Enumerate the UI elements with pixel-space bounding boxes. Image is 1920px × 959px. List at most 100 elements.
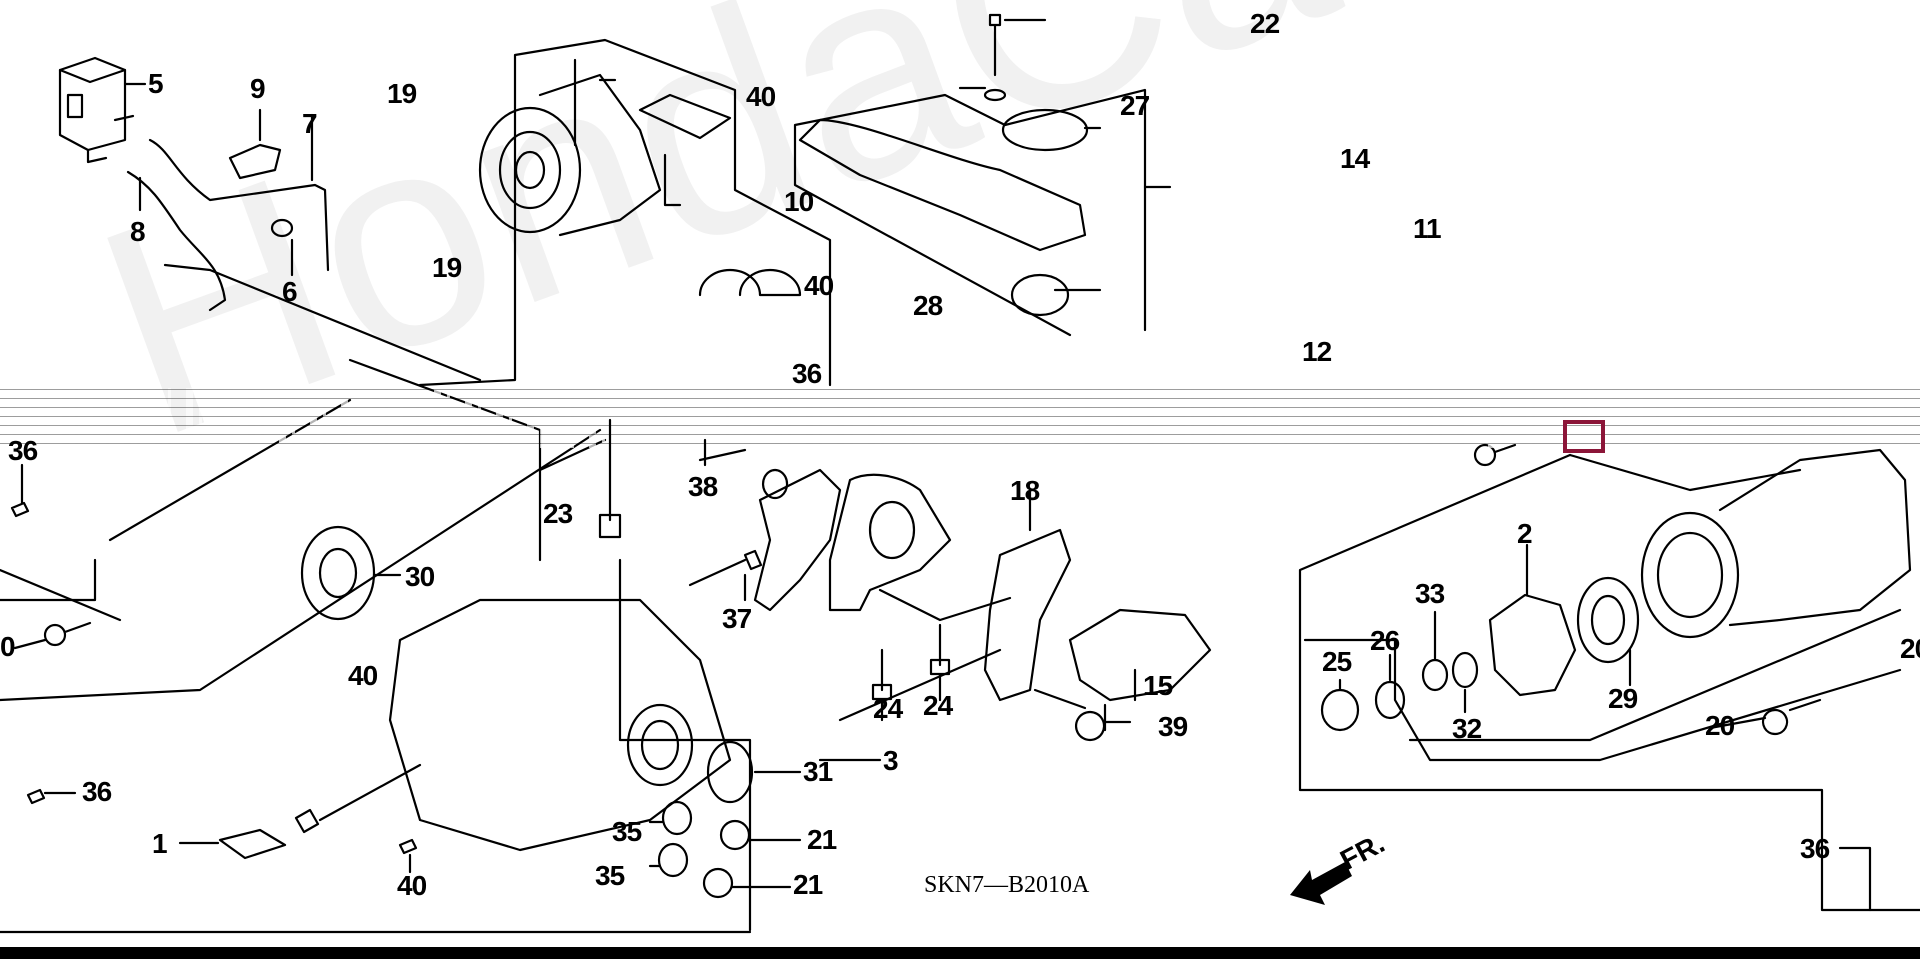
callout-18[interactable]: 18 (1010, 475, 1040, 506)
callout-24-b[interactable]: 24 (923, 690, 953, 721)
filter-part-10[interactable] (638, 93, 732, 140)
bolt-part-20-left[interactable] (13, 621, 92, 650)
callout-20-bottom[interactable]: 20 (1705, 710, 1735, 741)
callout-21-a[interactable]: 21 (807, 824, 837, 855)
callout-35-a[interactable]: 35 (612, 816, 642, 847)
bracket-part-18[interactable] (983, 528, 1072, 702)
stopper-part-15[interactable] (1068, 608, 1212, 702)
mount-part-14[interactable] (1001, 108, 1089, 152)
bolt-part-24b[interactable] (929, 623, 951, 702)
final-drive-housing[interactable] (1640, 448, 1912, 639)
washer-part-26[interactable] (1374, 680, 1406, 720)
callout-36-right[interactable]: 36 (1800, 833, 1830, 864)
mount-part-center[interactable] (828, 473, 952, 612)
seal-part-30[interactable] (300, 525, 376, 621)
callout-30[interactable]: 30 (405, 561, 435, 592)
seal-part-31[interactable] (706, 740, 754, 804)
callout-25[interactable]: 25 (1322, 646, 1352, 677)
callout-15[interactable]: 15 (1143, 670, 1173, 701)
callout-37[interactable]: 37 (722, 603, 752, 634)
washer-part-35b[interactable] (657, 842, 689, 878)
callout-6[interactable]: 6 (282, 276, 298, 307)
bolt-part-37[interactable] (688, 549, 763, 602)
callout-14[interactable]: 14 (1340, 143, 1370, 174)
subframe-part-11[interactable] (798, 118, 1087, 252)
bolt-part-20-bottom[interactable] (1708, 698, 1822, 736)
differential-housing-part-3[interactable] (294, 598, 732, 852)
nut-part-25[interactable] (1320, 688, 1360, 732)
callout-27[interactable]: 27 (1120, 90, 1150, 121)
callout-20-right[interactable]: 20 (1900, 633, 1920, 664)
callout-20-left[interactable]: 0 (0, 631, 16, 662)
seal-part-29[interactable] (1576, 576, 1640, 664)
selection-highlight-box[interactable] (1563, 420, 1605, 453)
bolt-part-24a[interactable] (871, 648, 893, 722)
callout-1[interactable]: 1 (152, 828, 168, 859)
callout-28[interactable]: 28 (913, 290, 943, 321)
callout-40-left[interactable]: 40 (348, 660, 378, 691)
callout-36-left[interactable]: 36 (8, 435, 38, 466)
callout-32[interactable]: 32 (1452, 713, 1482, 744)
pin-part-40-lower[interactable] (398, 838, 418, 874)
assembly-box-upper-left (163, 38, 832, 387)
callout-3[interactable]: 3 (883, 745, 899, 776)
plug-part-21b[interactable] (702, 867, 734, 899)
connector-part-1[interactable] (218, 828, 287, 860)
callout-8[interactable]: 8 (130, 216, 146, 247)
clip-part-6[interactable] (270, 218, 294, 238)
callout-7[interactable]: 7 (302, 108, 318, 139)
callout-10[interactable]: 10 (784, 186, 814, 217)
assembly-box-upper-right (793, 88, 1147, 337)
reservoir-part-5[interactable] (58, 56, 135, 164)
callout-24-a[interactable]: 24 (873, 693, 903, 724)
plug-part-21a[interactable] (719, 819, 751, 851)
washer-part-33[interactable] (1421, 658, 1449, 692)
drawing-code: SKN7—B2010A (924, 872, 1090, 898)
callout-35-b[interactable]: 35 (595, 860, 625, 891)
washer-part-35a[interactable] (661, 800, 693, 836)
scan-artifact-band (0, 388, 1920, 448)
callout-5[interactable]: 5 (148, 68, 164, 99)
callout-39[interactable]: 39 (1158, 711, 1188, 742)
callout-31[interactable]: 31 (803, 756, 833, 787)
callout-33[interactable]: 33 (1415, 578, 1445, 609)
callout-26[interactable]: 26 (1370, 625, 1400, 656)
bolt-part-39[interactable] (1033, 688, 1132, 742)
callout-40-top[interactable]: 40 (746, 81, 776, 112)
washer-part-32[interactable] (1451, 651, 1479, 689)
pin-part-36-lower[interactable] (26, 788, 77, 805)
callout-36-lower[interactable]: 36 (82, 776, 112, 807)
callout-12[interactable]: 12 (1302, 336, 1332, 367)
assembly-box-lower-right (1298, 453, 1920, 912)
callout-19-top[interactable]: 19 (387, 78, 417, 109)
bolt-part-22[interactable] (988, 13, 1047, 77)
hose-part-7[interactable] (148, 138, 330, 272)
bracket-part-9[interactable] (228, 143, 282, 180)
callout-2[interactable]: 2 (1517, 518, 1533, 549)
front-arrow-icon (1290, 862, 1352, 905)
callout-29[interactable]: 29 (1608, 683, 1638, 714)
hose-part-8[interactable] (126, 170, 227, 312)
pin-part-36-left[interactable] (10, 463, 30, 518)
callout-19-mid[interactable]: 19 (432, 252, 462, 283)
bottom-bar (0, 947, 1920, 959)
bracket-part-left-mount[interactable] (753, 468, 842, 612)
bushing-part-36-top[interactable] (698, 268, 802, 297)
washer-part-27[interactable] (983, 88, 1007, 102)
flange-part-2[interactable] (1488, 593, 1577, 697)
mount-part-12[interactable] (1010, 273, 1070, 317)
callout-23[interactable]: 23 (543, 498, 573, 529)
callout-21-b[interactable]: 21 (793, 869, 823, 900)
callout-9[interactable]: 9 (250, 73, 266, 104)
housing-part-assembly[interactable] (478, 73, 662, 237)
callout-40-bottom[interactable]: 40 (397, 870, 427, 901)
callout-40-mid[interactable]: 40 (804, 270, 834, 301)
callout-22[interactable]: 22 (1250, 8, 1280, 39)
bolt-part-20-top[interactable] (1473, 443, 1517, 467)
callout-38[interactable]: 38 (688, 471, 718, 502)
bolt-part-38[interactable] (698, 448, 789, 500)
callout-36-top[interactable]: 36 (792, 358, 822, 389)
callout-11[interactable]: 11 (1413, 213, 1442, 244)
